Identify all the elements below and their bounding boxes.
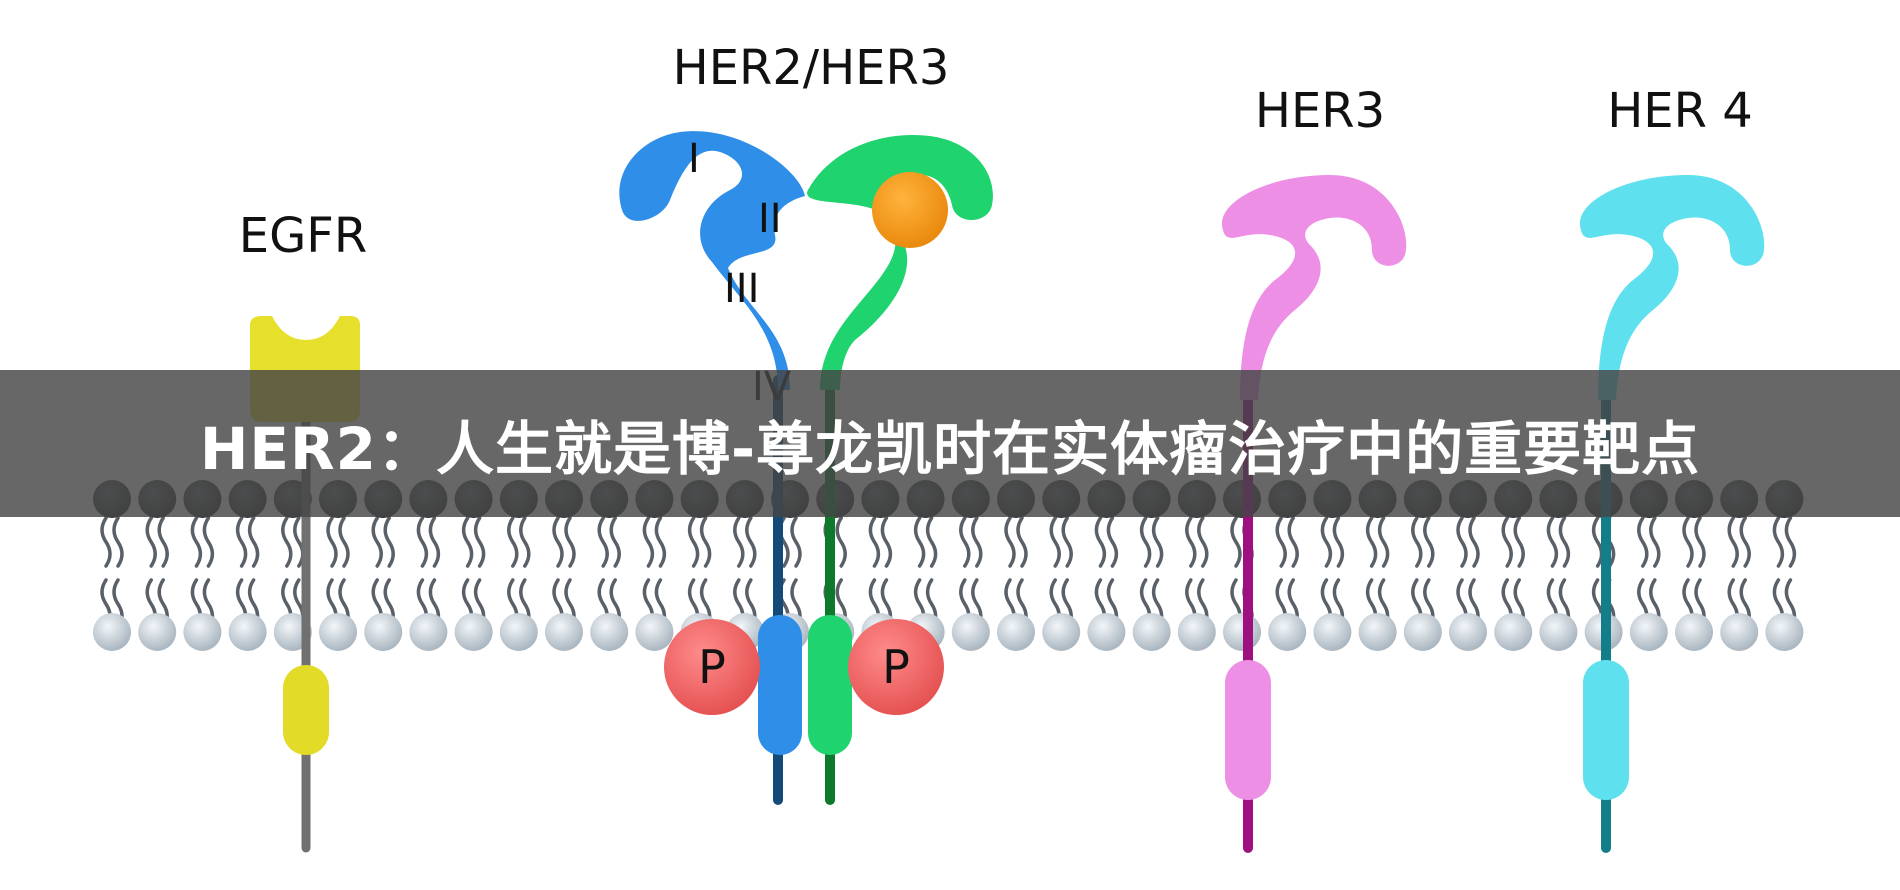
lipid-head-inner xyxy=(1313,613,1352,651)
lipid-tails xyxy=(597,516,621,630)
lipid-head-inner xyxy=(183,613,222,651)
her3-receptor xyxy=(1221,175,1407,853)
lipid-head-inner xyxy=(1720,613,1759,651)
her2-her3-label: HER2/HER3 xyxy=(673,40,950,96)
her3-label: HER3 xyxy=(1255,83,1385,139)
lipid-head-inner xyxy=(364,613,403,651)
lipid-tails xyxy=(1682,516,1706,630)
lipid-tails xyxy=(778,516,802,630)
lipid-tails xyxy=(326,516,350,630)
lipid-tails xyxy=(190,516,215,630)
lipid-tails xyxy=(461,516,486,630)
lipid-head-inner xyxy=(1268,613,1307,651)
lipid-tails xyxy=(1637,516,1661,630)
lipid-tails xyxy=(1546,516,1571,630)
lipid-head-inner xyxy=(93,613,131,651)
lipid-head-inner xyxy=(1177,613,1216,651)
her4-label: HER 4 xyxy=(1607,83,1753,139)
title-banner: HER2：人生就是博-尊龙凯时在实体瘤治疗中的重要靶点 xyxy=(0,370,1900,517)
lipid-tails xyxy=(507,516,531,630)
lipid-tails xyxy=(371,516,395,630)
lipid-tails xyxy=(1456,516,1480,630)
lipid-tails xyxy=(281,516,305,630)
lipid-head-inner xyxy=(1223,613,1261,651)
lipid-head-inner xyxy=(1539,613,1578,651)
lipid-head-inner xyxy=(997,613,1035,651)
phospho-right: P xyxy=(848,619,944,715)
lipid-tails xyxy=(1411,516,1435,630)
lipid-tails xyxy=(1004,516,1028,630)
domain-ii-label: II xyxy=(758,196,782,242)
lipid-tails xyxy=(913,516,938,630)
lipid-head-inner xyxy=(499,613,538,651)
lipid-head-inner xyxy=(138,613,177,651)
lipid-head-inner xyxy=(951,613,990,651)
her4-receptor xyxy=(1579,175,1765,853)
lipid-tails xyxy=(868,516,893,630)
lipid-tails xyxy=(1727,516,1751,630)
lipid-tails xyxy=(687,516,712,630)
phospho-right-label: P xyxy=(882,640,910,694)
lipid-head-inner xyxy=(1358,613,1397,651)
lipid-head-inner xyxy=(319,613,357,651)
phospho-left: P xyxy=(664,619,760,715)
phospho-left-label: P xyxy=(698,640,726,694)
lipid-tails xyxy=(1365,516,1390,630)
domain-i-label: I xyxy=(688,136,700,182)
lipid-tails xyxy=(733,516,757,630)
domain-iii-label: III xyxy=(724,266,759,312)
lipid-head-inner xyxy=(409,613,448,651)
lipid-head-inner xyxy=(1087,613,1126,651)
lipid-head-inner xyxy=(1765,613,1804,651)
lipid-head-inner xyxy=(545,613,583,651)
lipid-tails xyxy=(959,516,983,630)
lipid-tails xyxy=(1275,516,1299,630)
lipid-head-inner xyxy=(1403,613,1442,651)
lipid-head-inner xyxy=(228,613,267,651)
lipid-head-inner xyxy=(1042,613,1081,651)
lipid-tails xyxy=(642,516,667,630)
lipid-head-inner xyxy=(590,613,629,651)
lipid-tails xyxy=(1772,516,1797,630)
lipid-tails xyxy=(100,516,124,630)
lipid-tails xyxy=(145,516,169,630)
lipid-tails xyxy=(235,516,260,630)
lipid-tails xyxy=(552,516,576,630)
lipid-tails xyxy=(1139,516,1164,630)
lipid-head-inner xyxy=(635,613,674,651)
lipid-head-inner xyxy=(1132,613,1171,651)
lipid-tails xyxy=(1185,516,1209,630)
lipid-tails xyxy=(1501,516,1525,630)
egfr-label: EGFR xyxy=(239,208,367,264)
ligand-ball xyxy=(872,172,948,248)
lipid-tails xyxy=(1094,516,1119,630)
lipid-head-inner xyxy=(454,613,493,651)
lipid-tails xyxy=(416,516,441,630)
lipid-head-inner xyxy=(1629,613,1668,651)
lipid-head-inner xyxy=(1675,613,1713,651)
lipid-tails xyxy=(1320,516,1345,630)
lipid-head-inner xyxy=(1494,613,1533,651)
banner-title: HER2：人生就是博-尊龙凯时在实体瘤治疗中的重要靶点 xyxy=(199,414,1701,483)
lipid-head-inner xyxy=(1449,613,1487,651)
lipid-tails xyxy=(1049,516,1073,630)
